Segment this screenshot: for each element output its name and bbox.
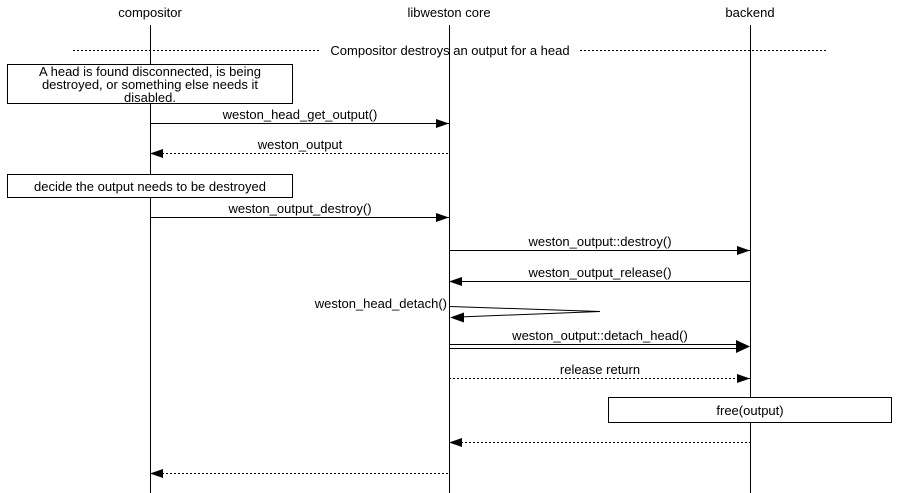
msg-label-weston-output-release: weston_output_release() <box>528 265 672 280</box>
arrowhead-left-icon <box>449 438 462 447</box>
actor-label-libweston-core: libweston core <box>407 5 491 20</box>
arrowhead-left-icon <box>150 469 163 478</box>
msg-label-release-return: release return <box>559 362 641 377</box>
actor-label-compositor: compositor <box>118 5 182 20</box>
note-decide-destroy: decide the output needs to be destroyed <box>7 174 293 198</box>
msg-label-weston-output: weston_output <box>257 137 343 152</box>
arrowhead-left-icon <box>150 149 163 158</box>
arrowhead-left-icon <box>449 277 462 286</box>
msg-label-weston-head-get-output: weston_head_get_output() <box>222 107 378 122</box>
msg-label-weston-output-destroy: weston_output_destroy() <box>228 201 372 216</box>
note-text: A head is found disconnected, is being d… <box>39 63 261 105</box>
arrowhead-right-icon <box>737 374 750 383</box>
msg-label-weston-head-detach: weston_head_detach() <box>314 296 447 311</box>
arrowhead-right-icon <box>436 213 449 222</box>
arrowhead-right-icon <box>737 246 750 255</box>
self-call-loop <box>449 306 601 318</box>
arrowhead-right-icon <box>736 340 750 353</box>
arrowhead-left-icon <box>450 312 464 323</box>
note-text: decide the output needs to be destroyed <box>33 178 266 194</box>
note-free-output: free(output) <box>608 397 892 423</box>
actor-label-backend: backend <box>725 5 775 20</box>
msg-label-weston-output-detach-head: weston_output::detach_head() <box>512 328 688 343</box>
divider-label: Compositor destroys an output for a head <box>330 43 570 58</box>
msg-label-weston-output-destroy-vfunc: weston_output::destroy() <box>528 234 672 249</box>
arrowhead-right-icon <box>436 119 449 128</box>
note-text: free(output) <box>716 402 784 418</box>
note-head-disconnected: A head is found disconnected, is being d… <box>7 64 293 104</box>
